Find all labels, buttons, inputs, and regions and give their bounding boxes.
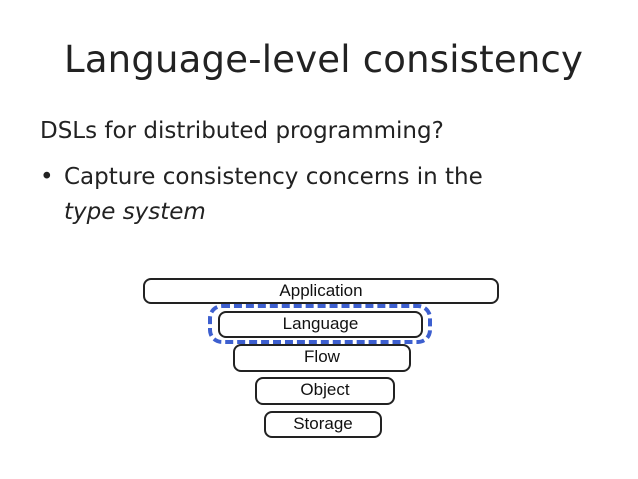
layer-application: Application <box>143 278 499 304</box>
highlight-dashed-box <box>208 304 432 344</box>
layer-storage-label: Storage <box>293 414 353 433</box>
layer-storage: Storage <box>264 411 382 438</box>
slide-title: Language-level consistency <box>64 38 584 81</box>
layer-flow: Flow <box>233 344 411 372</box>
bullet-text-line1: Capture consistency concerns in the <box>64 164 483 190</box>
layer-flow-label: Flow <box>304 347 340 366</box>
layer-application-label: Application <box>279 281 363 300</box>
layer-object-label: Object <box>300 380 350 399</box>
layer-language: Language <box>218 311 423 338</box>
layer-language-label: Language <box>282 314 359 333</box>
intro-text: DSLs for distributed programming? <box>40 118 444 144</box>
bullet-text-line2: type system <box>64 199 206 225</box>
layer-object: Object <box>255 377 395 405</box>
bullet-dot: • <box>40 164 54 190</box>
